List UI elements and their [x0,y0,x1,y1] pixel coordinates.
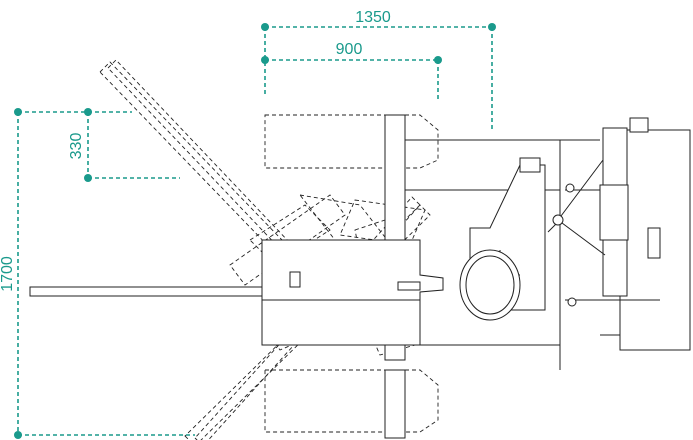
upper-pad-outline [264,114,439,169]
dimension-1700: 1700 [0,108,195,439]
boom-head [261,239,444,346]
dimension-1700-label: 1700 [0,256,16,292]
dimension-1350-label: 1350 [355,9,391,26]
dimension-900-label: 900 [336,41,363,58]
dimension-1350: 1350 [261,9,496,130]
wheel [459,249,521,321]
dimension-330-label: 330 [68,133,85,160]
dimension-900: 900 [261,41,442,102]
hydraulic-linkage [547,159,606,307]
dimension-330: 330 [68,108,180,182]
lower-outrigger-beam [384,369,406,439]
cab-frame [565,117,691,351]
lower-pad-outline [264,369,439,433]
